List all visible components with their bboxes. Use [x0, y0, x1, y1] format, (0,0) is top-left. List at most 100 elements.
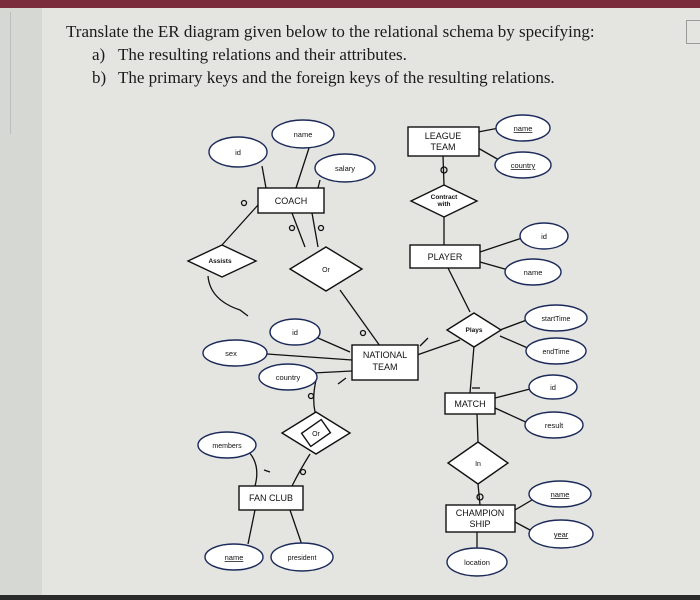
- line-plays-match: [469, 345, 475, 394]
- line-match-id: [494, 388, 531, 399]
- label-rel-or-coach: Or: [322, 267, 330, 274]
- label-rel-plays: Plays: [466, 327, 483, 334]
- label-attr-champ-year: year: [554, 530, 569, 539]
- line-player-plays: [447, 267, 471, 313]
- label-championship-1: CHAMPION: [456, 508, 505, 518]
- arrow-coach-assists: [240, 199, 248, 207]
- line-fan-name: [247, 509, 256, 545]
- line-player-id: [479, 237, 523, 253]
- attr-national-country: [258, 363, 318, 391]
- line-league-country: [477, 147, 500, 161]
- tick-country: [337, 377, 347, 385]
- entity-player: [409, 244, 481, 269]
- arrow-coach-or: [288, 224, 296, 232]
- tick-members: [263, 469, 271, 473]
- attr-player-name: [504, 258, 562, 286]
- arrow-league-contract: [440, 166, 448, 174]
- label-league-team-2: TEAM: [430, 142, 455, 152]
- line-fan-president: [289, 509, 303, 546]
- attr-plays-start: [524, 304, 588, 332]
- arrow-national-or: [307, 392, 315, 400]
- label-rel-contract-2: with: [437, 201, 451, 208]
- line-or-national: [339, 289, 381, 347]
- line-coach-salary: [317, 179, 321, 189]
- label-attr-match-id: id: [550, 383, 556, 392]
- label-rel-contract-1: Contract: [431, 194, 459, 201]
- label-attr-national-country: country: [276, 373, 301, 382]
- line-plays-end: [499, 335, 531, 350]
- question-line-3: The primary keys and the foreign keys of…: [118, 68, 555, 87]
- line-national-plays: [416, 339, 461, 356]
- attr-match-result: [524, 411, 584, 439]
- tick-national: [419, 337, 429, 347]
- label-attr-fan-members: members: [212, 443, 242, 450]
- attr-fan-members: [197, 431, 257, 459]
- attr-plays-end: [525, 337, 587, 365]
- entity-league-team: [407, 126, 480, 157]
- label-fan-club: FAN CLUB: [249, 493, 293, 503]
- attr-champ-location: [446, 547, 508, 577]
- rel-contract-with: [409, 184, 479, 218]
- question-marker-a: a): [92, 45, 106, 64]
- label-attr-plays-start: startTime: [542, 316, 571, 323]
- label-coach: COACH: [275, 196, 308, 206]
- arrow-fanclub: [299, 468, 307, 476]
- label-attr-plays-end: endTime: [543, 349, 570, 356]
- attr-national-id: [269, 318, 321, 346]
- line-league-contract: [442, 155, 445, 186]
- attr-champ-name: [528, 480, 592, 508]
- attr-player-id: [519, 222, 569, 250]
- attr-coach-id: [208, 136, 268, 168]
- attr-coach-name: [271, 119, 335, 149]
- label-match: MATCH: [454, 399, 485, 409]
- label-attr-coach-salary: salary: [335, 164, 355, 173]
- attr-champ-year: [528, 519, 594, 549]
- attr-fan-name: [204, 543, 264, 571]
- line-coach-assists: [221, 204, 259, 246]
- label-attr-match-result: result: [545, 421, 564, 430]
- left-margin-strip: [0, 8, 42, 595]
- rel-plays: [445, 312, 503, 348]
- question-line-2: The resulting relations and their attrib…: [118, 45, 407, 64]
- label-rel-or-fanclub: Or: [312, 431, 320, 438]
- attr-league-country: [494, 151, 552, 179]
- label-attr-coach-name: name: [294, 130, 313, 139]
- line-coach-or-2: [311, 212, 319, 248]
- line-national-id: [317, 337, 351, 353]
- label-national-team-1: NATIONAL: [363, 350, 407, 360]
- label-rel-in: In: [475, 461, 481, 468]
- label-attr-fan-name: name: [225, 553, 244, 562]
- arrow-coach-or-2: [317, 224, 325, 232]
- label-attr-league-country: country: [511, 161, 536, 170]
- line-national-country: [312, 370, 353, 374]
- entity-match: [444, 392, 496, 415]
- line-or-fanclub: [291, 453, 311, 487]
- attr-fan-president: [270, 542, 334, 572]
- line-champ-year: [514, 521, 531, 531]
- label-attr-champ-location: location: [464, 558, 490, 567]
- top-accent-bar: [0, 0, 700, 8]
- label-championship-2: SHIP: [469, 519, 490, 529]
- line-national-sex: [266, 353, 353, 361]
- label-attr-fan-president: president: [288, 555, 317, 562]
- label-attr-player-name: name: [524, 268, 543, 277]
- question-marker-b: b): [92, 68, 107, 87]
- label-player: PLAYER: [428, 252, 463, 262]
- attr-league-name: [495, 114, 551, 142]
- label-attr-champ-name: name: [551, 490, 570, 499]
- question-line-1: Translate the ER diagram given below to …: [66, 22, 595, 41]
- rel-or-coach: [288, 246, 364, 292]
- arrow-national: [359, 329, 367, 337]
- line-match-result: [494, 407, 531, 425]
- attr-match-id: [528, 374, 578, 400]
- label-attr-league-name: name: [514, 124, 533, 133]
- label-attr-national-id: id: [292, 328, 298, 337]
- entity-championship: [445, 504, 516, 533]
- attr-national-sex: [202, 339, 268, 367]
- label-league-team-1: LEAGUE: [425, 131, 462, 141]
- attr-coach-salary: [314, 153, 376, 183]
- rel-or-fanclub-inner: [300, 418, 332, 448]
- right-bracket-mark: [686, 20, 700, 44]
- arrow-championship: [476, 493, 484, 501]
- entity-coach: [257, 187, 325, 214]
